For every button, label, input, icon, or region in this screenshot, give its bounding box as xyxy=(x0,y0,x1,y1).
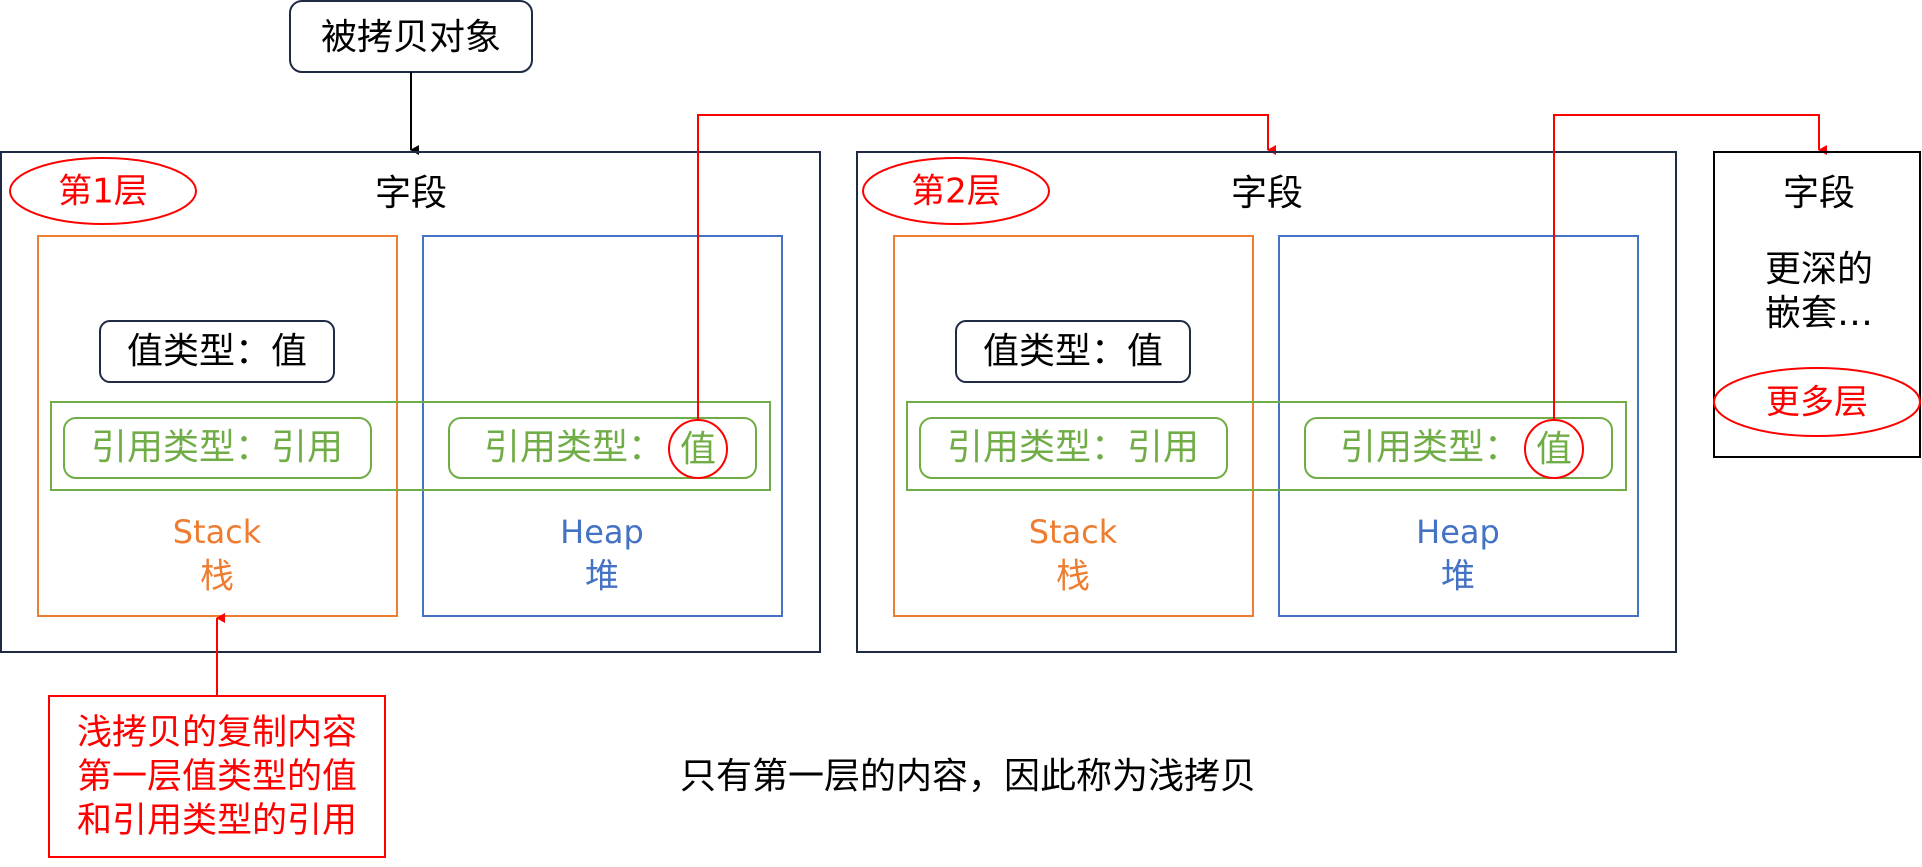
copied-object-label: 被拷贝对象 xyxy=(321,17,501,58)
note-line2: 第一层值类型的值 xyxy=(77,757,357,797)
layer2-stack-cn: 栈 xyxy=(1056,557,1090,597)
layer1-value-type-box xyxy=(99,320,335,383)
layer1-ref-stack: 引用类型：引用 xyxy=(91,427,343,468)
layer1-field-title: 字段 xyxy=(375,173,447,214)
layer1-ref-heap-value: 值 xyxy=(680,429,716,470)
layer1-stack-en: Stack xyxy=(173,513,262,551)
note-line3: 和引用类型的引用 xyxy=(77,801,357,841)
caption: 只有第一层的内容，因此称为浅拷贝 xyxy=(680,756,1256,797)
layer1-heap-cn: 堆 xyxy=(585,557,619,597)
layer1-label-ellipse xyxy=(9,157,197,225)
layer2-ref-heap-prefix: 引用类型： xyxy=(1340,427,1520,468)
layer1-ref-stack-box xyxy=(63,417,372,479)
more-layers-label: 更多层 xyxy=(1766,383,1868,423)
layer2-panel: 第2层 字段 Stack 栈 Heap 堆 值类型：值 引用类型：引用 引用类型… xyxy=(856,151,1677,653)
shallow-copy-note: 浅拷贝的复制内容 第一层值类型的值 和引用类型的引用 xyxy=(48,695,386,858)
layer1-ref-heap-prefix: 引用类型： xyxy=(484,427,664,468)
layer2-value-type-box xyxy=(955,320,1191,383)
layer1-label: 第1层 xyxy=(58,172,148,212)
copied-object-node: 被拷贝对象 xyxy=(289,0,533,73)
layer2-field-title: 字段 xyxy=(1231,173,1303,214)
layer2-stack-region xyxy=(893,235,1254,617)
layer2-value-type: 值类型：值 xyxy=(983,331,1163,372)
layer3-panel: 字段 更深的 嵌套… 更多层 xyxy=(1713,151,1921,458)
layer2-ref-stack-box xyxy=(919,417,1228,479)
layer3-field-title: 字段 xyxy=(1783,173,1855,214)
layer1-heap-en: Heap xyxy=(560,513,644,551)
arrow-layer1-to-layer2 xyxy=(697,114,1276,420)
layer3-deeper-line1: 更深的 xyxy=(1765,249,1873,290)
layer2-heap-cn: 堆 xyxy=(1441,557,1475,597)
layer1-heap-region xyxy=(422,235,783,617)
arrow-layer2-to-layer3 xyxy=(1553,114,1827,420)
layer2-heap-en: Heap xyxy=(1416,513,1500,551)
layer2-label: 第2层 xyxy=(911,172,1001,212)
more-layers-ellipse xyxy=(1713,367,1921,437)
layer1-stack-cn: 栈 xyxy=(200,557,234,597)
layer2-heap-region xyxy=(1278,235,1639,617)
layer2-label-ellipse xyxy=(862,157,1050,225)
layer2-ref-heap-value: 值 xyxy=(1536,429,1572,470)
layer2-reference-band xyxy=(906,401,1627,491)
layer1-panel: 第1层 字段 Stack 栈 Heap 堆 值类型：值 引用类型：引用 引用类型… xyxy=(0,151,821,653)
layer2-ref-stack: 引用类型：引用 xyxy=(947,427,1199,468)
layer2-stack-en: Stack xyxy=(1029,513,1118,551)
layer3-deeper-line2: 嵌套… xyxy=(1765,293,1873,334)
note-line1: 浅拷贝的复制内容 xyxy=(77,713,357,753)
layer1-value-type: 值类型：值 xyxy=(127,331,307,372)
layer1-reference-band xyxy=(50,401,771,491)
